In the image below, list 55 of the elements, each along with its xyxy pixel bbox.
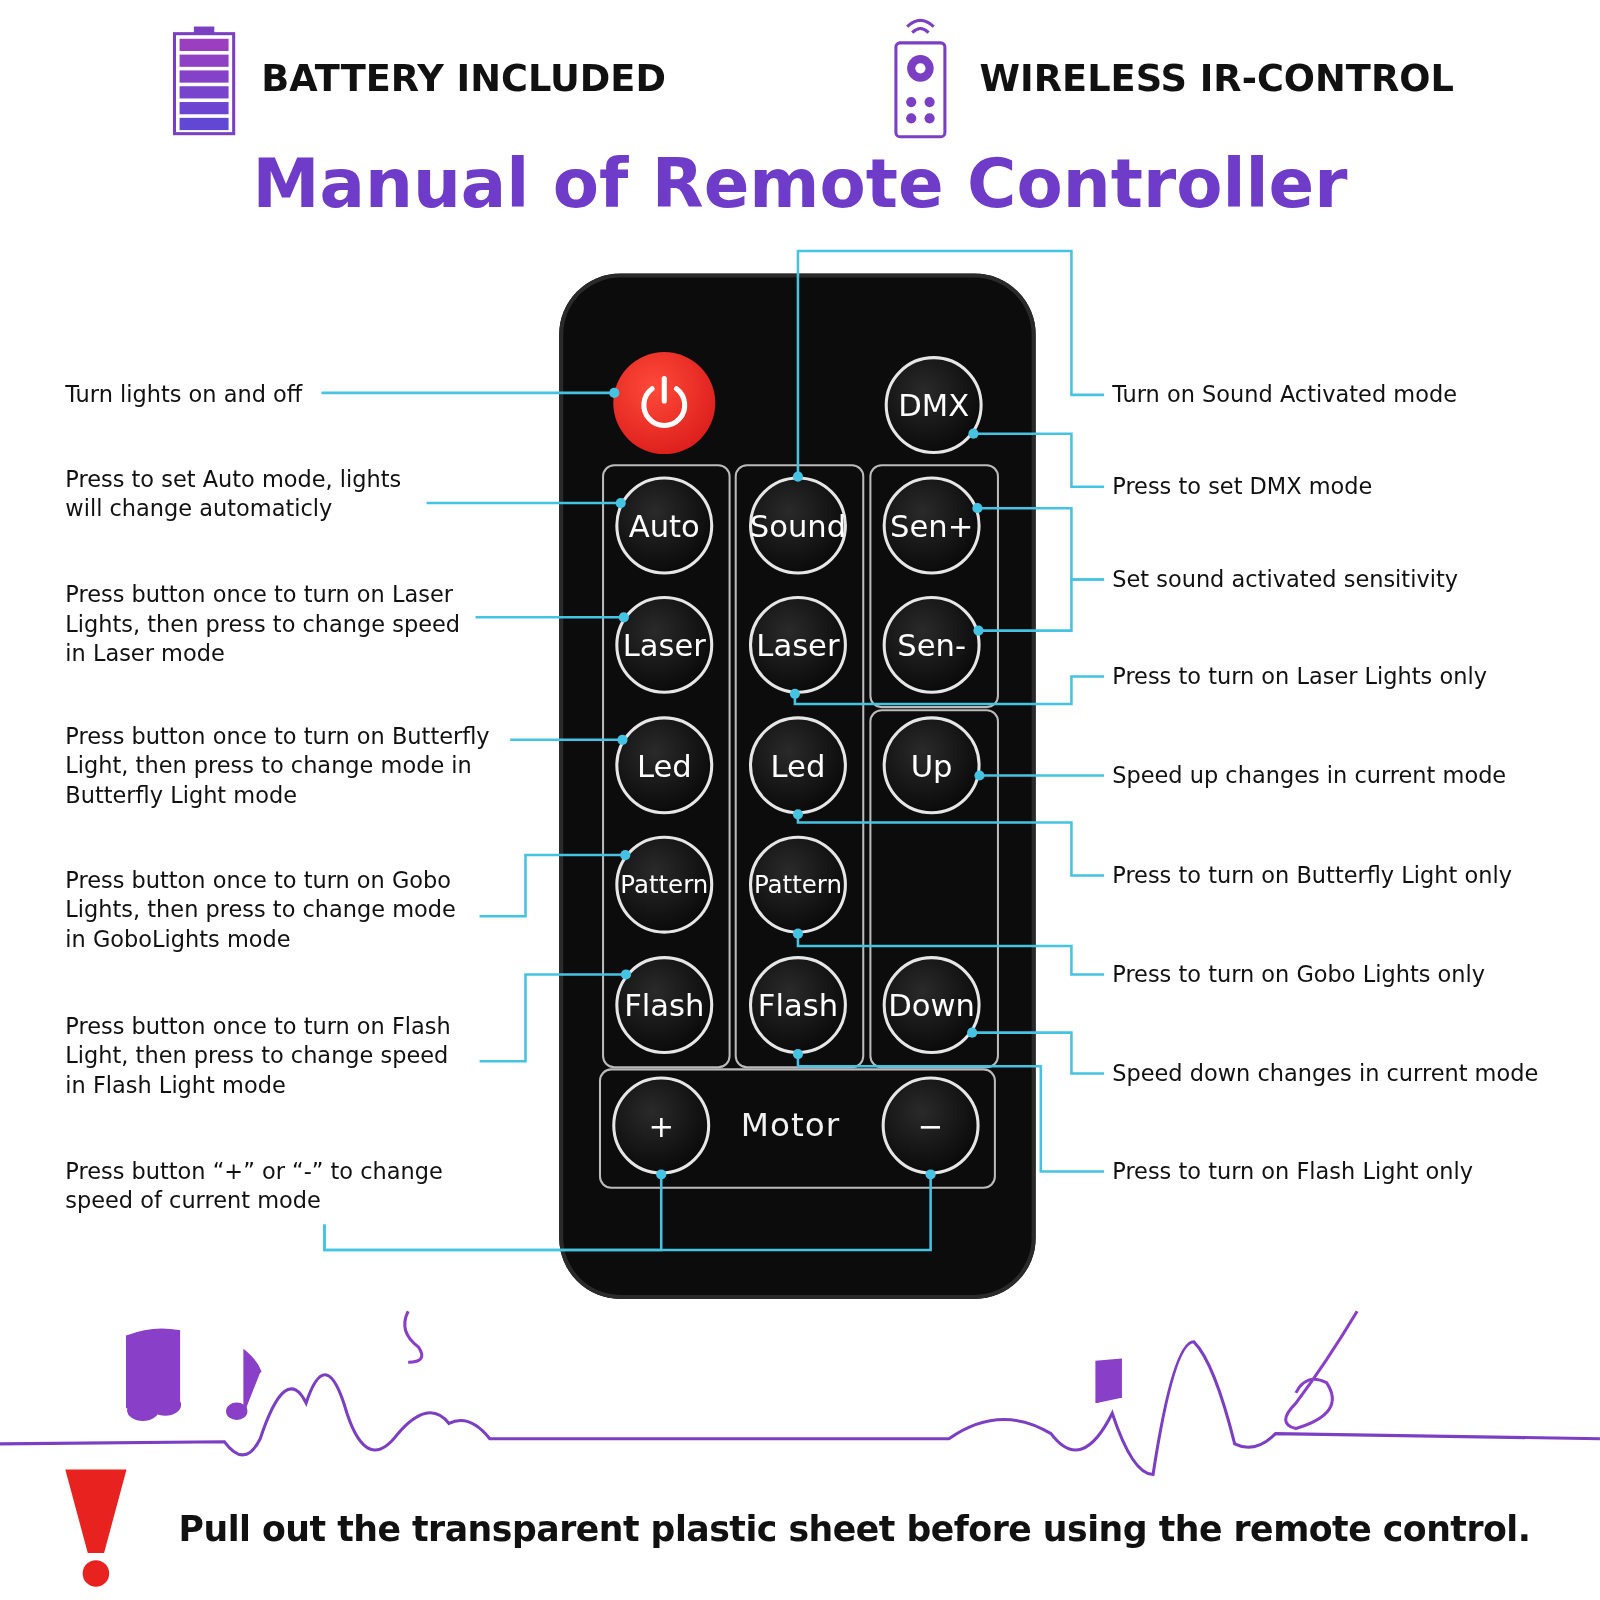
annotation-text: Set sound activated sensitivity [1112,564,1458,594]
leader-line [967,1027,1105,1075]
remote-button: + [612,1076,711,1175]
remote-button: Flash [748,956,847,1055]
remote-button: Led [615,716,714,815]
feature-heading: BATTERY INCLUDED [261,57,666,99]
annotation-text: Press to set DMX mode [1112,471,1373,501]
leader-line [789,675,1105,706]
remote-button: Laser [748,595,847,694]
remote-button: Sen- [882,595,981,694]
remote-control-body [559,273,1036,1299]
leader-line [792,1048,1105,1173]
remote-button: Pattern [748,835,847,934]
annotation-text: Press to turn on Butterfly Light only [1112,860,1512,890]
annotation-text: Speed up changes in current mode [1112,760,1507,790]
annotation-text: Turn on Sound Activated mode [1112,379,1457,410]
leader-line [792,928,1105,976]
remote-button: Sen+ [882,476,981,575]
remote-button: Flash [615,956,714,1055]
leader-line [426,497,626,509]
leader-line [792,809,1105,877]
leader-line [968,428,1105,488]
annotation-text: Press button once to turn on Butterfly Light, then press to change mode in Butterfly Light mode [65,721,515,811]
remote-button: Sound [748,476,847,575]
leader-line [475,612,629,623]
button-group-label: Motor [740,1105,841,1144]
annotation-text: Press to turn on Flash Light only [1112,1156,1474,1186]
feature-heading: WIRELESS IR-CONTROL [979,57,1454,99]
remote-button: Laser [615,595,714,694]
leader-line [323,1169,936,1252]
annotation-text: Turn lights on and off [65,379,372,410]
annotation-text: Press button once to turn on Gobo Lights, then press to change mode in GoboLights mode [65,865,474,955]
remote-button: Led [748,716,847,815]
remote-button: Auto [615,476,714,575]
annotation-text: Press to turn on Gobo Lights only [1112,959,1486,989]
annotation-text: Press button once to turn on Laser Lights, then press to change speed in Laser mode [65,579,474,669]
leader-line [974,770,1105,781]
annotation-text: Press button “+” or “-” to change speed of current mode [65,1156,515,1216]
remote-button: Up [882,716,981,815]
remote-button: − [881,1076,980,1175]
remote-button: DMX [884,356,983,455]
leader-line [510,734,628,745]
title: Manual of Remote Controller [251,144,1349,224]
annotation-text: Speed down changes in current mode [1112,1058,1539,1088]
remote-button: Pattern [615,835,714,934]
leader-line [792,249,1105,482]
leader-line [321,387,620,398]
annotation-text: Press to turn on Laser Lights only [1112,661,1487,691]
leader-line [479,850,631,918]
remote-button: Down [882,956,981,1055]
annotation-text: Press to set Auto mode, lights will change automaticly [65,464,433,524]
annotation-text: Press button once to turn on Flash Light, then press to change speed in Flash Light mode [65,1011,469,1100]
leader-line [973,578,1105,636]
warning-text: Pull out the transparent plastic sheet before using the remote control. [178,1508,1531,1549]
leader-line [479,969,632,1063]
